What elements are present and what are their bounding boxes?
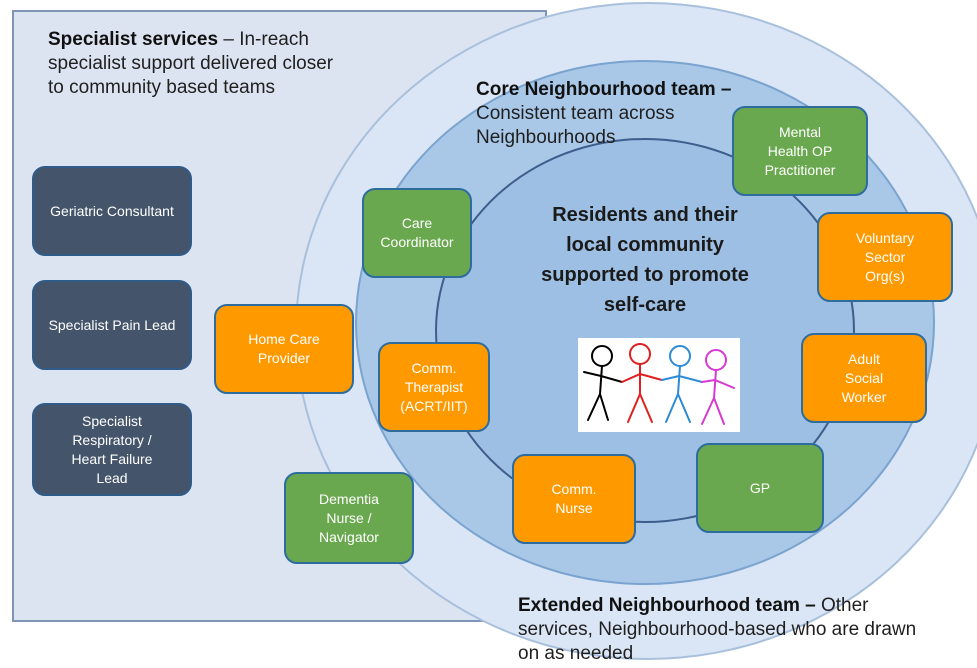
specialist-desc: – In-reach specialist support delivered …: [48, 29, 334, 98]
stick-figures-icon: [583, 343, 735, 425]
adult-social-worker-box: Adult Social Worker: [801, 333, 927, 423]
core-caption: Core Neighbourhood team – Consistent tea…: [476, 78, 736, 150]
home-care-provider-box: Home Care Provider: [214, 304, 354, 394]
center-statement: Residents and their local community supp…: [541, 204, 749, 316]
core-desc: Consistent team across Neighbourhoods: [476, 103, 675, 148]
care-coordinator-box: Care Coordinator: [362, 188, 472, 278]
extended-caption: Extended Neighbourhood team – Other serv…: [518, 594, 938, 666]
specialist-pain-lead-box: Specialist Pain Lead: [32, 280, 192, 370]
people-illustration: [578, 338, 740, 432]
mental-health-box: Mental Health OP Practitioner: [732, 106, 868, 196]
core-title: Core Neighbourhood team –: [476, 79, 732, 100]
geriatric-consultant-box: Geriatric Consultant: [32, 166, 192, 256]
specialist-caption: Specialist services – In-reach specialis…: [48, 28, 348, 100]
dementia-nurse-box: Dementia Nurse / Navigator: [284, 472, 414, 564]
extended-desc: Other services, Neighbourhood-based who …: [518, 595, 917, 664]
gp-box: GP: [696, 443, 824, 533]
extended-title: Extended Neighbourhood team –: [518, 595, 816, 616]
comm-therapist-box: Comm. Therapist (ACRT/IIT): [378, 342, 490, 432]
specialist-title: Specialist services: [48, 29, 219, 50]
voluntary-sector-box: Voluntary Sector Org(s): [817, 212, 953, 302]
specialist-respiratory-box: Specialist Respiratory / Heart Failure L…: [32, 403, 192, 496]
comm-nurse-box: Comm. Nurse: [512, 454, 636, 544]
